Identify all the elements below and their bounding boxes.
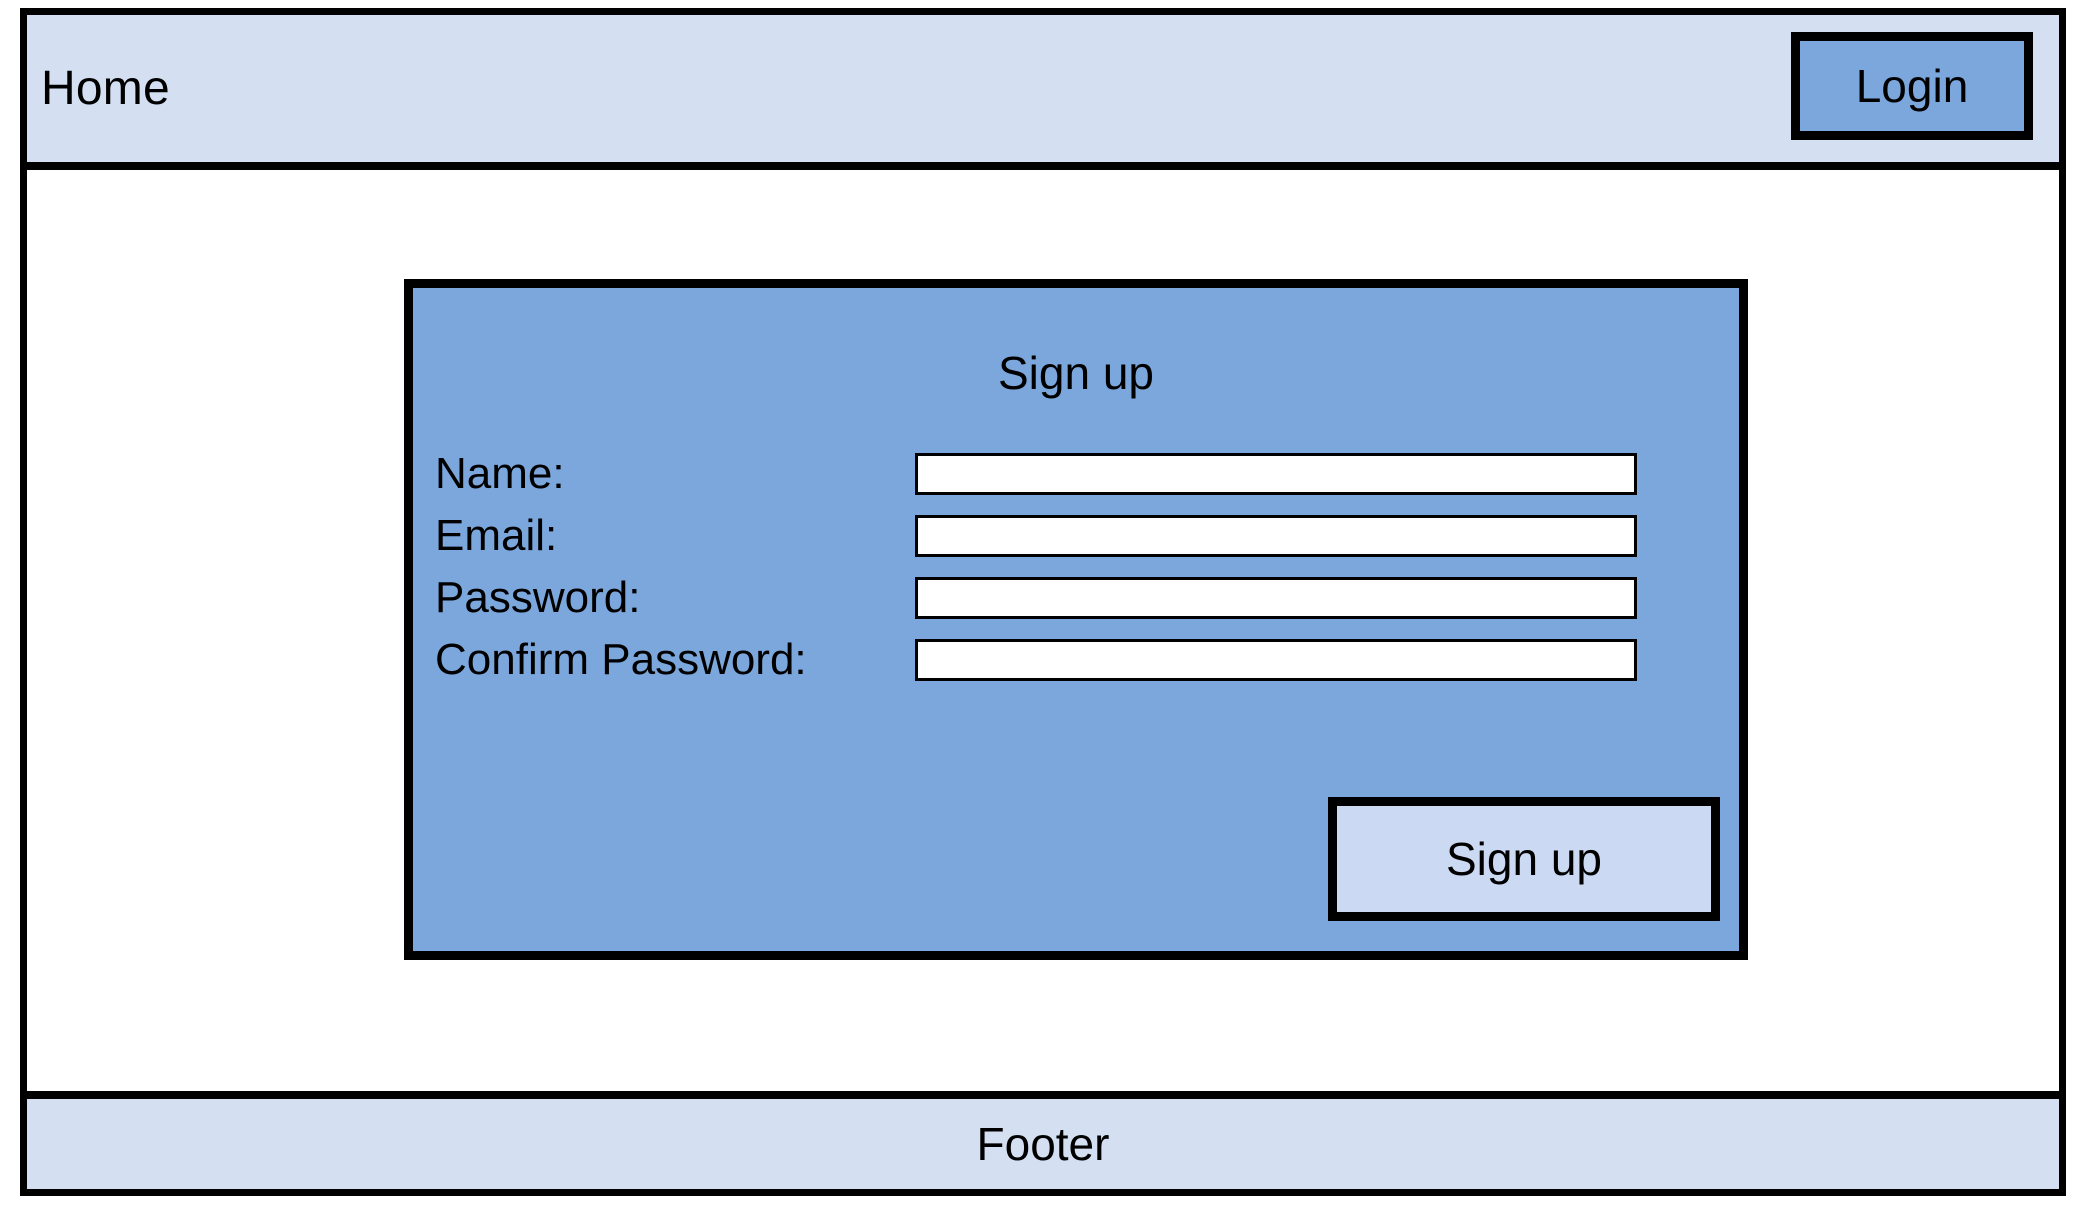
footer: Footer — [27, 1099, 2059, 1189]
main-content: Sign up Name: Email: Password: Confirm P… — [27, 170, 2059, 1099]
form-row-name: Name: — [413, 443, 1739, 505]
name-input[interactable] — [915, 453, 1637, 495]
form-row-email: Email: — [413, 505, 1739, 567]
signup-card: Sign up Name: Email: Password: Confirm P… — [404, 279, 1748, 960]
signup-card-title: Sign up — [997, 347, 1154, 399]
confirm-password-label: Confirm Password: — [435, 635, 807, 684]
signup-form: Name: Email: Password: Confirm Password: — [413, 443, 1739, 691]
confirm-password-input[interactable] — [915, 639, 1637, 681]
nav-item-home[interactable]: Home — [41, 61, 170, 115]
form-row-confirm-password: Confirm Password: — [413, 629, 1739, 691]
window-frame: Home Login Sign up Name: Email: Password… — [20, 8, 2066, 1196]
email-input[interactable] — [915, 515, 1637, 557]
footer-label: Footer — [976, 1118, 1110, 1170]
signup-submit-button[interactable]: Sign up — [1328, 797, 1720, 921]
login-button[interactable]: Login — [1791, 32, 2033, 140]
password-input[interactable] — [915, 577, 1637, 619]
header-navbar: Home Login — [27, 15, 2059, 170]
name-label: Name: — [435, 449, 565, 498]
email-label: Email: — [435, 511, 558, 560]
form-row-password: Password: — [413, 567, 1739, 629]
password-label: Password: — [435, 573, 641, 622]
